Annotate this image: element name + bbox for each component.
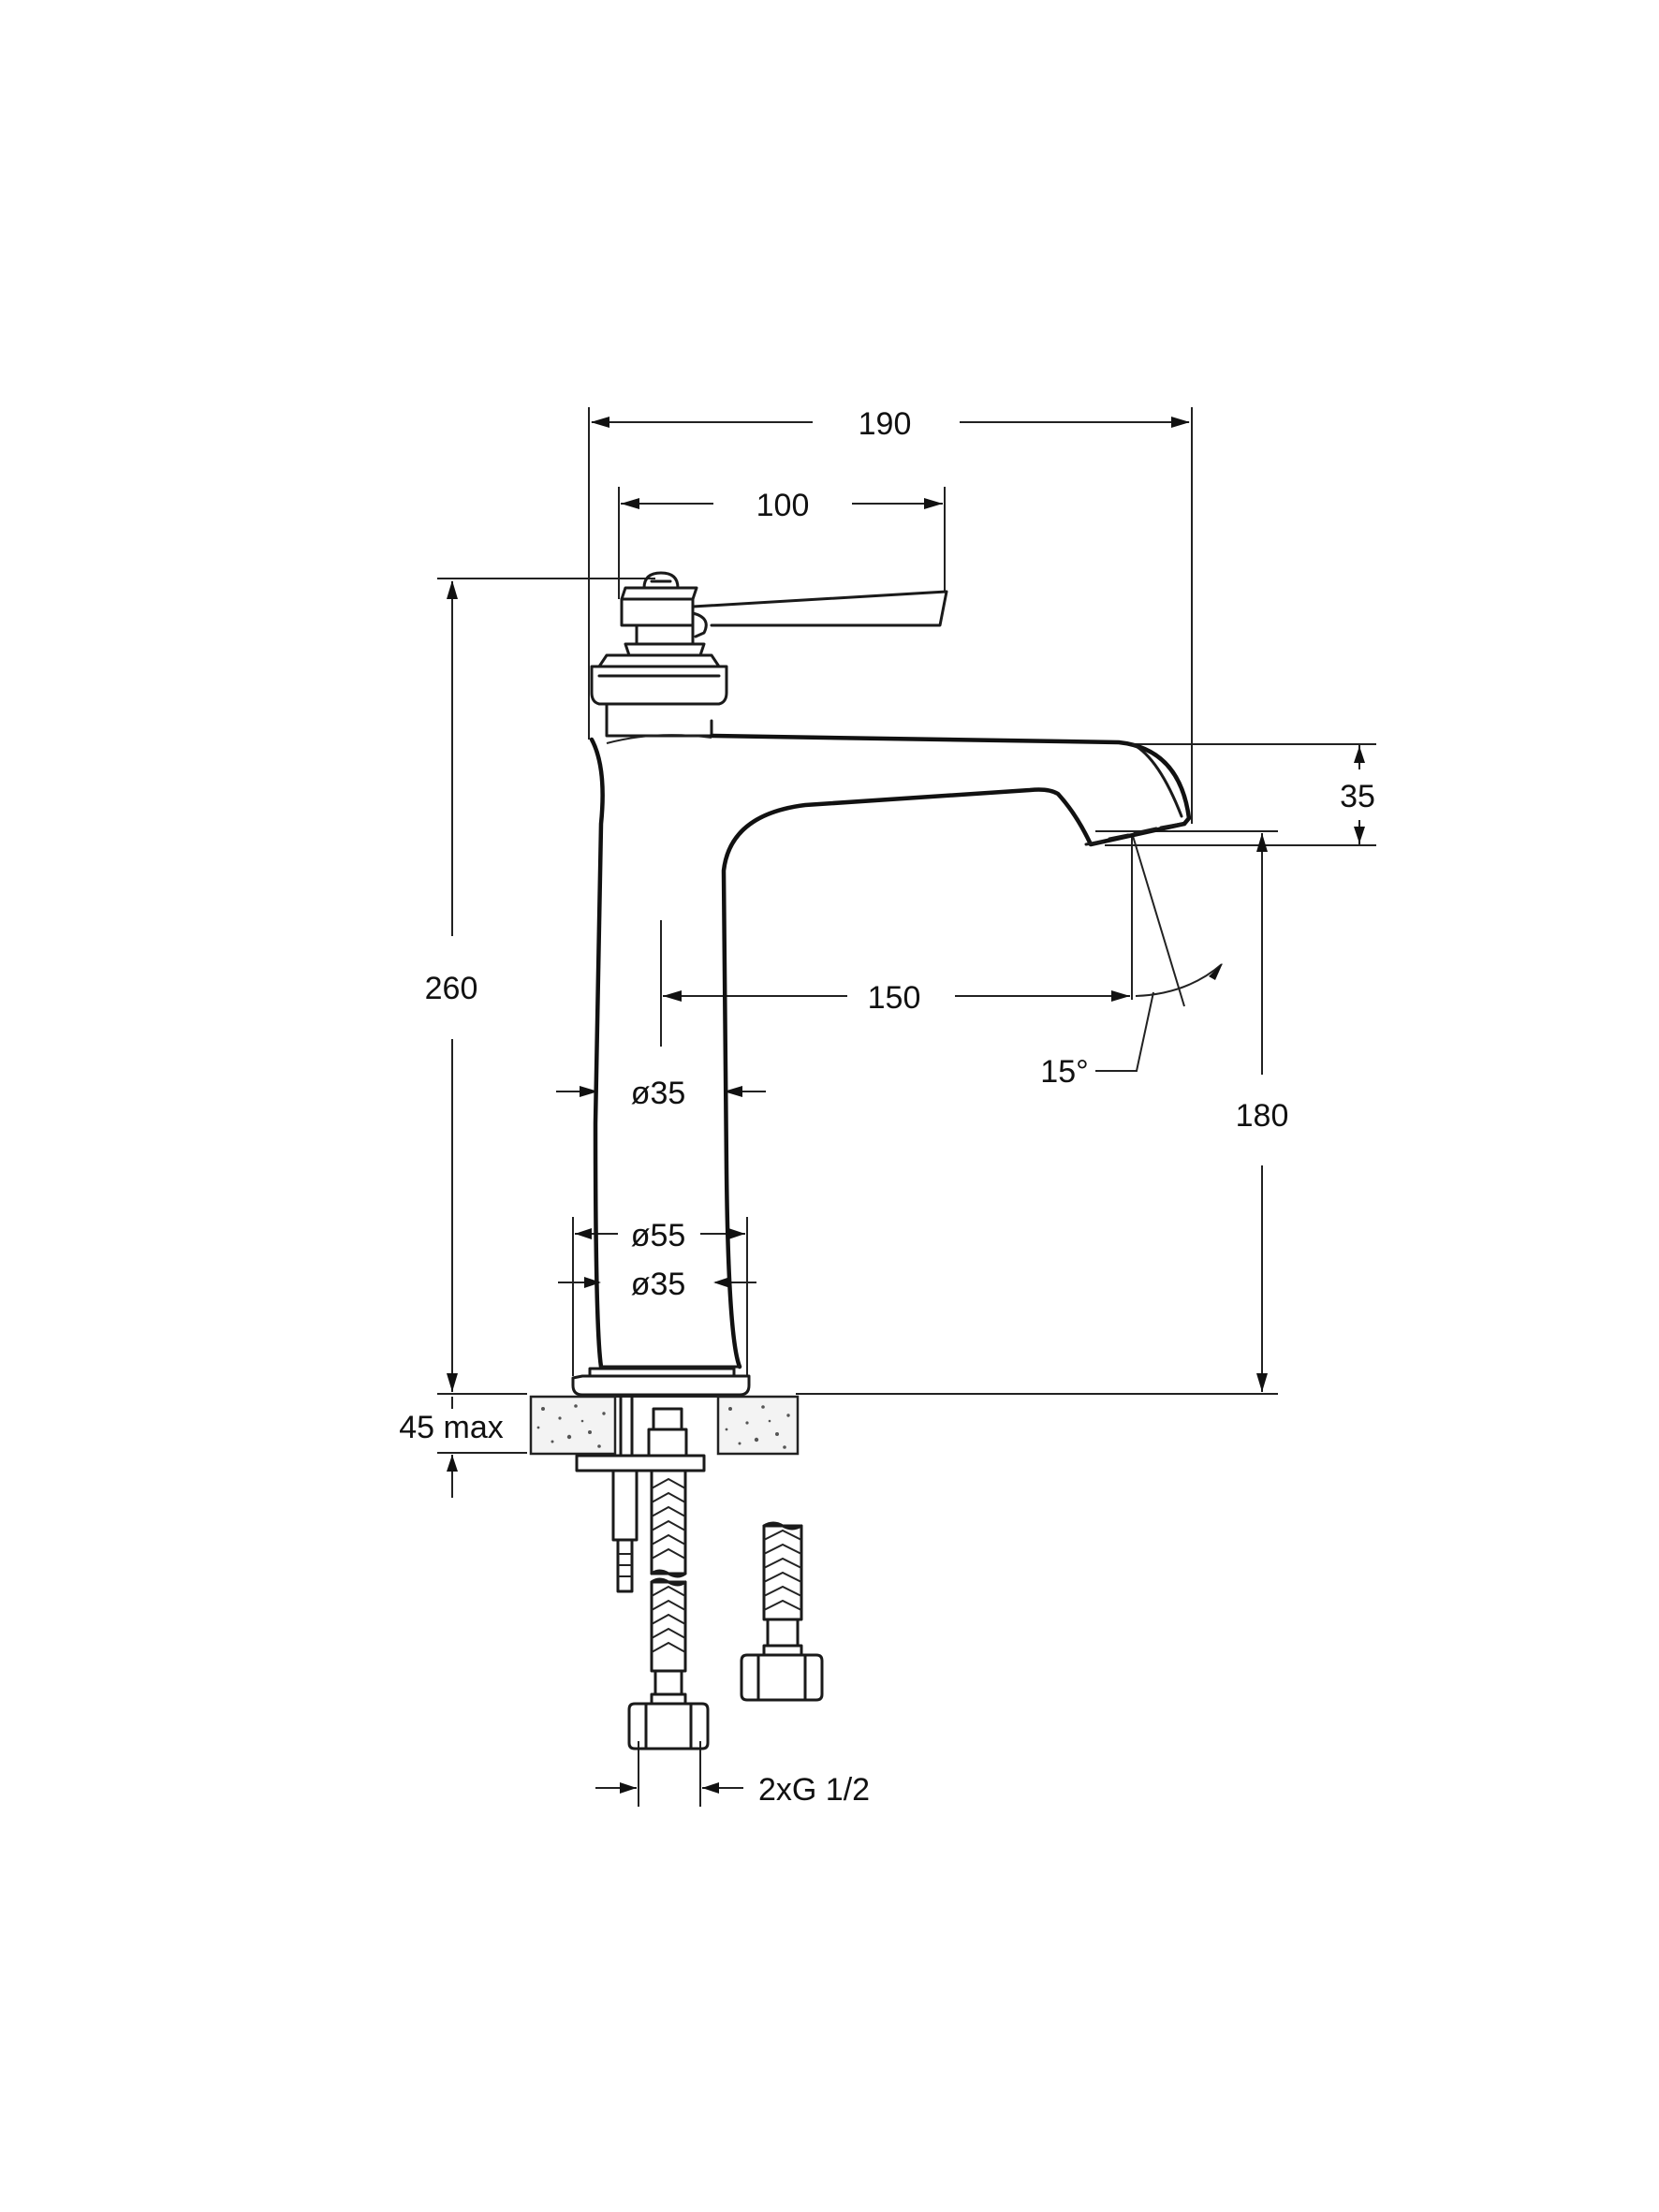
dim-label-190: 190 bbox=[859, 406, 912, 442]
dim-label-180: 180 bbox=[1236, 1098, 1289, 1134]
dim-connections bbox=[595, 1741, 743, 1807]
faucet-body bbox=[589, 702, 1192, 1370]
faucet-base bbox=[571, 1365, 751, 1397]
dim-handle-width bbox=[618, 487, 946, 599]
countertop-section bbox=[529, 1395, 800, 1456]
dim-spout-height bbox=[796, 830, 1278, 1395]
dim-label-body-d35: ø35 bbox=[631, 1076, 686, 1111]
dim-spout-angle bbox=[1095, 835, 1223, 1072]
dim-total-height bbox=[437, 578, 655, 1395]
dim-stem-diameter bbox=[558, 1277, 756, 1288]
dim-countertop bbox=[437, 1397, 527, 1498]
dim-label-2xg12: 2xG 1/2 bbox=[758, 1772, 870, 1808]
supply-hose-right bbox=[740, 1521, 824, 1702]
dim-label-260: 260 bbox=[425, 971, 478, 1006]
dim-label-base-d55: ø55 bbox=[631, 1218, 686, 1253]
faucet-handle bbox=[590, 571, 948, 706]
dim-spout-reach bbox=[660, 836, 1133, 1047]
dim-total-width bbox=[588, 407, 1193, 824]
dim-label-45max: 45 max bbox=[399, 1410, 504, 1445]
dim-label-stem-d35: ø35 bbox=[631, 1267, 686, 1302]
mounting-stud bbox=[575, 1395, 706, 1593]
dim-label-150: 150 bbox=[868, 980, 921, 1016]
stone-texture bbox=[536, 1404, 790, 1449]
dim-base-diameter bbox=[572, 1217, 748, 1376]
dim-body-diameter bbox=[556, 1086, 766, 1097]
dim-label-100: 100 bbox=[756, 488, 810, 523]
dim-label-35: 35 bbox=[1340, 779, 1375, 814]
dim-label-15deg: 15° bbox=[1040, 1054, 1088, 1090]
dim-spout-thickness bbox=[1105, 743, 1376, 846]
supply-hose-left bbox=[627, 1407, 710, 1751]
